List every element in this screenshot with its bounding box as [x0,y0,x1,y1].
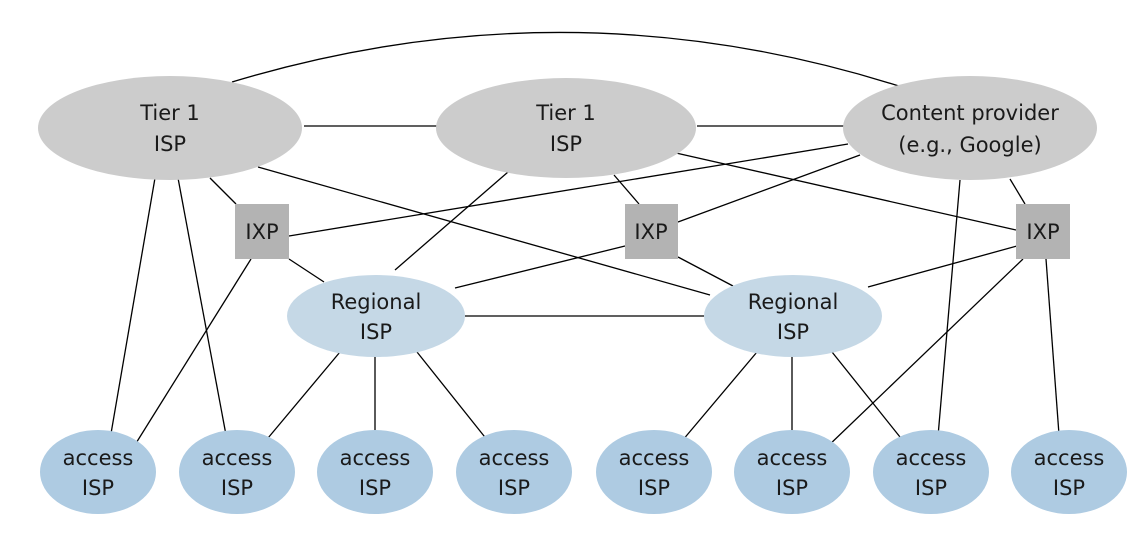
link-ixp-left-to-access-1 [132,258,252,449]
access-isp-node-5: access ISP [596,430,712,514]
tier1-isp-center-label-line1: Tier 1 [535,101,596,125]
tier1-isp-left-label-line1: Tier 1 [139,101,200,125]
access-isp-label-line2: ISP [915,476,947,500]
tier1-isp-left-label-line2: ISP [154,132,186,156]
link-ixp-center-to-regional-right [677,256,734,287]
link-tier1-center-to-regional-left [394,171,509,271]
access-isp-label-line1: access [63,446,134,470]
regional-isp-left-shape [287,275,465,357]
link-tier1-left-to-access-2 [177,177,230,452]
link-tier1-left-to-content-provider [231,31,906,89]
access-isp-label-line2: ISP [498,476,530,500]
link-regional-right-to-access-5 [681,351,758,442]
access-isp-node-2: access ISP [179,430,295,514]
link-ixp-center-to-content-provider [677,154,861,223]
link-ixp-left-to-regional-left [288,258,325,283]
regional-isp-right-node: Regional ISP [704,275,882,357]
access-isp-label-line2: ISP [359,476,391,500]
access-isp-shape [40,430,156,514]
content-provider-shape [843,76,1097,180]
access-isp-label-line1: access [340,446,411,470]
content-provider-label-line1: Content provider [881,101,1059,125]
access-isp-label-line2: ISP [221,476,253,500]
access-isp-shape [317,430,433,514]
access-isp-node-7: access ISP [873,430,989,514]
ixp-center-node: IXP [625,204,678,259]
tier1-isp-center-node: Tier 1 ISP [436,78,696,178]
access-isp-label-line2: ISP [638,476,670,500]
link-regional-left-to-access-4 [416,351,489,442]
access-isp-node-8: access ISP [1011,430,1127,514]
ixp-left-node: IXP [235,204,289,259]
access-isp-label-line2: ISP [1053,476,1085,500]
access-isp-shape [1011,430,1127,514]
link-ixp-center-to-regional-left [454,245,626,289]
access-isp-node-1: access ISP [40,430,156,514]
link-ixp-left-to-content-provider [288,143,849,237]
link-tier1-left-to-access-1 [107,177,156,452]
link-regional-right-to-access-7 [831,351,905,443]
regional-isp-left-label-line2: ISP [360,320,392,344]
access-isp-label-line1: access [896,446,967,470]
link-content-provider-to-ixp-right [1009,178,1026,205]
link-tier1-center-to-ixp-right [675,152,1017,231]
access-isp-label-line1: access [1034,446,1105,470]
ixp-left-shape [235,204,289,259]
link-ixp-right-to-access-8 [1045,258,1061,449]
access-isp-shape [179,430,295,514]
access-isp-node-4: access ISP [456,430,572,514]
ixp-right-node: IXP [1016,204,1070,259]
regional-isp-right-label-line1: Regional [748,290,839,314]
ixp-center-shape [625,204,678,259]
link-tier1-left-to-regional-right [257,166,711,296]
regional-isp-left-label-line1: Regional [331,290,422,314]
link-ixp-right-to-access-6 [825,258,1024,449]
ixp-center-label: IXP [634,220,667,244]
access-isp-label-line2: ISP [776,476,808,500]
content-provider-label-line2: (e.g., Google) [898,133,1041,157]
access-isp-shape [596,430,712,514]
access-isp-shape [456,430,572,514]
regional-isp-right-label-line2: ISP [777,320,809,344]
connection-lines [107,31,1061,452]
tier1-isp-center-shape [436,78,696,178]
content-provider-node: Content provider (e.g., Google) [843,76,1097,180]
ixp-left-label: IXP [245,220,278,244]
link-tier1-center-to-ixp-center [613,174,640,205]
access-isp-label-line1: access [619,446,690,470]
access-isp-shape [873,430,989,514]
link-tier1-left-to-ixp-left [209,177,237,205]
access-isp-label-line1: access [757,446,828,470]
access-isp-node-3: access ISP [317,430,433,514]
link-regional-left-to-access-2 [262,351,341,445]
access-isp-shape [734,430,850,514]
regional-isp-left-node: Regional ISP [287,275,465,357]
access-isp-node-6: access ISP [734,430,850,514]
ixp-right-label: IXP [1026,220,1059,244]
access-isp-label-line1: access [202,446,273,470]
tier1-isp-left-shape [38,76,302,180]
ixp-right-shape [1016,204,1070,259]
access-isp-label-line1: access [479,446,550,470]
access-isp-label-line2: ISP [82,476,114,500]
tier1-isp-left-node: Tier 1 ISP [38,76,302,180]
regional-isp-right-shape [704,275,882,357]
tier1-isp-center-label-line2: ISP [550,132,582,156]
link-content-provider-to-access-7 [936,179,961,449]
link-ixp-right-to-regional-right [867,245,1018,288]
